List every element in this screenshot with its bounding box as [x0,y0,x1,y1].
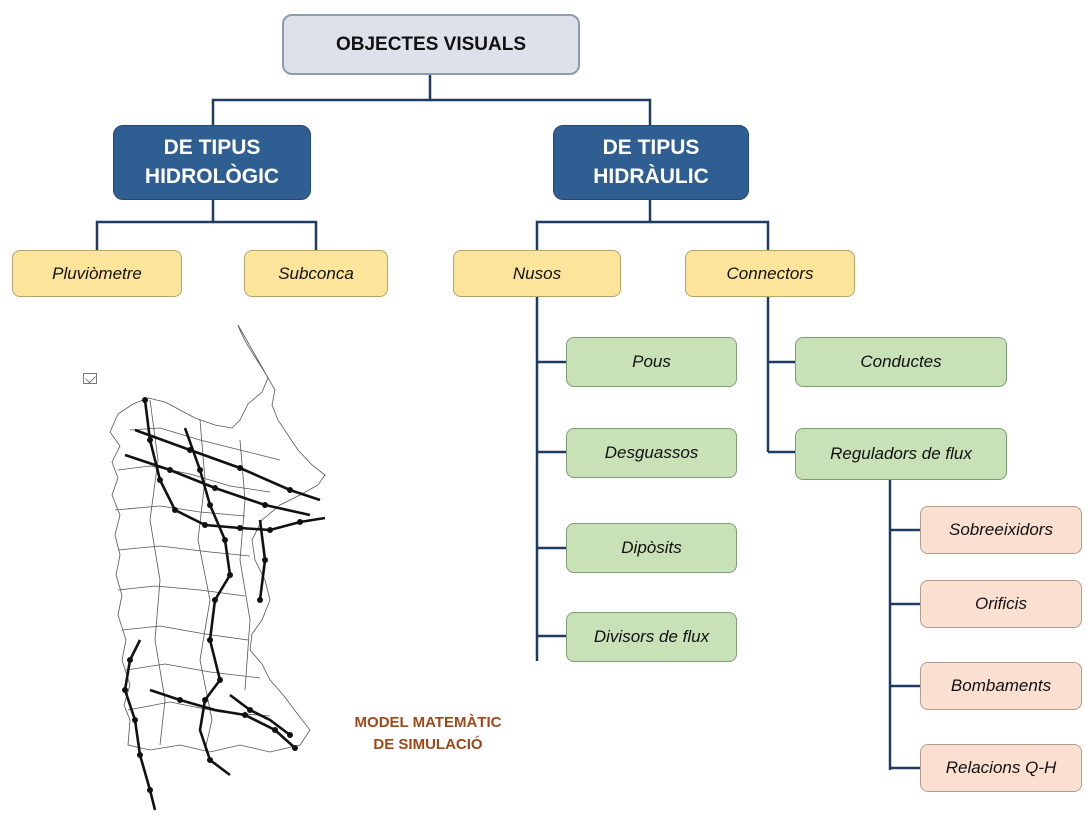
node-label: Desguassos [604,443,699,462]
category-hydrologic-label: DE TIPUS HIDROLÒGIC [144,136,280,188]
map-caption-text: MODEL MATEMÀTIC DE SIMULACIÓ [354,714,502,753]
category-hydraulic: DE TIPUS HIDRÀULIC [553,125,749,200]
node-divisors-de-flux: Divisors de flux [566,612,737,662]
node-label: Relacions Q-H [945,758,1057,777]
node-orificis: Orificis [920,580,1082,628]
node-nusos: Nusos [453,250,621,297]
node-label: Subconca [278,263,354,283]
envelope-icon [83,373,97,384]
category-hydraulic-label: DE TIPUS HIDRÀULIC [593,136,709,188]
node-reguladors-de-flux: Reguladors de flux [795,428,1007,480]
node-pous: Pous [566,337,737,387]
node-label: Orificis [975,594,1027,613]
node-label: Dipòsits [621,538,682,557]
node-label: Sobreeixidors [949,520,1053,539]
node-label: Reguladors de flux [830,444,972,463]
node-label: Pluviòmetre [52,263,142,283]
node-subconca: Subconca [244,250,388,297]
node-diposits: Dipòsits [566,523,737,573]
node-label: Divisors de flux [593,627,710,646]
node-relacions-q-h: Relacions Q-H [920,744,1082,792]
root-label: OBJECTES VISUALS [335,33,527,55]
node-label: Conductes [860,352,942,371]
pipe-nodes [122,397,303,793]
node-sobreeixidors: Sobreeixidors [920,506,1082,554]
node-label: Bombaments [950,676,1052,695]
node-label: Connectors [726,263,814,283]
root-node: OBJECTES VISUALS [282,14,580,75]
node-label: Nusos [512,263,562,283]
map-caption: MODEL MATEMÀTIC DE SIMULACIÓ [318,712,538,756]
node-label: Pous [632,352,671,371]
category-hydrologic: DE TIPUS HIDROLÒGIC [113,125,311,200]
node-connectors: Connectors [685,250,855,297]
node-pluviometre: Pluviòmetre [12,250,182,297]
node-bombaments: Bombaments [920,662,1082,710]
node-desguassos: Desguassos [566,428,737,478]
subcatchment-outlines [109,324,326,753]
node-conductes: Conductes [795,337,1007,387]
